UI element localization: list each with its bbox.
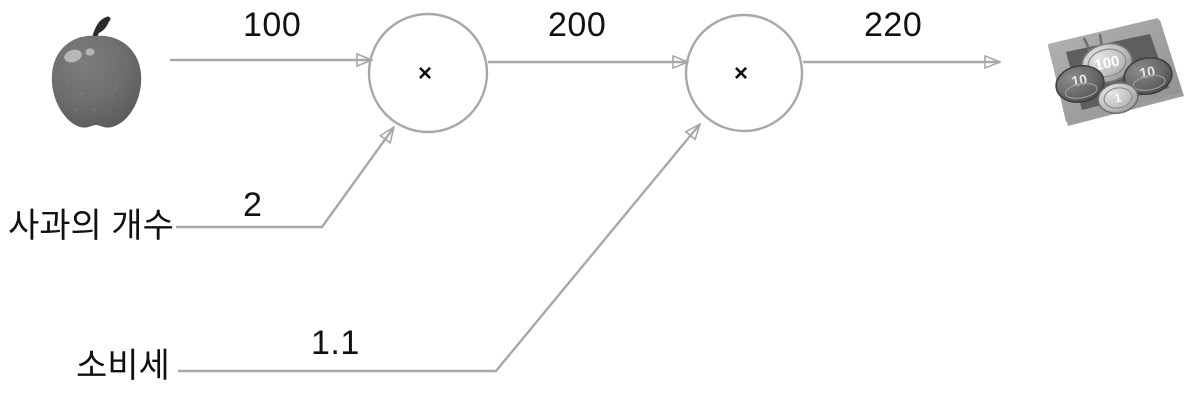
edge-label-100: 100	[243, 6, 302, 44]
multiply-node-1	[367, 12, 489, 134]
input-label-consumption-tax: 소비세	[76, 347, 170, 385]
edge-label-2: 2	[243, 186, 263, 224]
multiply-symbol-2: ×	[734, 60, 749, 87]
edge-tax-to-mul2	[178, 124, 700, 373]
input-label-apple-count: 사과의 개수	[8, 207, 174, 245]
svg-text:1: 1	[1113, 90, 1122, 105]
multiply-symbol-1: ×	[418, 60, 433, 87]
edge-count-to-mul1	[176, 127, 394, 229]
apple-illustration	[51, 16, 142, 128]
multiply-node-2	[684, 13, 804, 133]
edge-label-200: 200	[548, 6, 607, 44]
svg-text:100: 100	[1093, 53, 1121, 75]
coin-tray-illustration: 100 10 10 1	[1048, 18, 1184, 126]
edge-label-1-1: 1.1	[311, 324, 360, 362]
edge-label-220: 220	[864, 6, 923, 44]
